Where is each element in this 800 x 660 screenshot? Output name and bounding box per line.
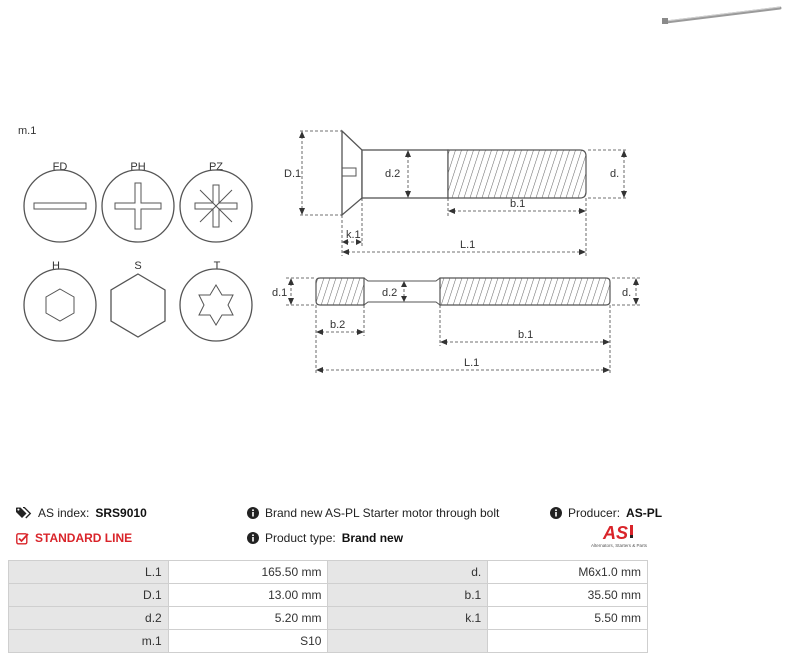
spec-key: b.1: [327, 583, 489, 607]
table-row: D.1 13.00 mm b.1 35.50 mm: [8, 583, 648, 607]
drive-label-t: T: [214, 260, 221, 272]
logo-subtitle: Alternators, Starters & Parts: [591, 543, 648, 548]
spec-value: 5.50 mm: [487, 606, 648, 630]
drive-ph: PH: [101, 161, 175, 243]
spec-key: d.: [327, 560, 489, 584]
mounting-label: m.1: [18, 125, 36, 137]
drive-pz: PZ: [179, 161, 253, 243]
hex-head-drive-icon: [110, 273, 166, 338]
info-icon: [247, 532, 259, 544]
info-icon: [247, 507, 259, 519]
drive-h: H: [23, 260, 97, 342]
producer-label: Producer:: [568, 506, 621, 520]
technical-drawing: m.1 FD PH PZ H S: [18, 6, 782, 374]
check-square-icon: [16, 532, 29, 545]
pozidriv-drive-icon: [179, 169, 253, 243]
spec-value: 13.00 mm: [167, 583, 329, 607]
drive-s: S: [110, 260, 166, 338]
producer: Producer: AS-PL: [550, 506, 662, 520]
specs-table: L.1 165.50 mm d. M6x1.0 mm D.1 13.00 mm …: [8, 560, 648, 653]
spec-key: L.1: [8, 560, 169, 584]
dim-L1-screw: L.1: [460, 239, 475, 251]
spec-value: 5.20 mm: [167, 606, 329, 630]
producer-value: AS-PL: [626, 506, 663, 520]
dim-k1: k.1: [346, 229, 361, 241]
spec-key: d.2: [8, 606, 169, 630]
spec-key: k.1: [327, 606, 489, 630]
dim-d-screw: d.: [610, 168, 619, 180]
standard-line: STANDARD LINE: [16, 531, 132, 545]
flat-slot-drive-icon: [23, 169, 97, 243]
spec-value: 165.50 mm: [167, 560, 329, 584]
tags-icon: [16, 506, 32, 520]
description-text: Brand new AS-PL Starter motor through bo…: [265, 506, 500, 520]
as-index-value: SRS9010: [95, 506, 147, 520]
dim-d2-screw: d.2: [385, 168, 400, 180]
info-icon: [550, 507, 562, 519]
spec-value: S10: [167, 629, 329, 653]
drive-label-s: S: [134, 260, 141, 272]
spec-value: [487, 629, 648, 653]
dim-D1: D.1: [284, 168, 301, 180]
dim-d2-stud: d.2: [382, 287, 397, 299]
logo-text: AS: [602, 523, 628, 543]
drive-t: T: [179, 260, 253, 342]
spec-key: m.1: [8, 629, 169, 653]
dim-d-stud: d.: [622, 287, 631, 299]
dim-b1-screw: b.1: [510, 198, 525, 210]
product-type: Product type: Brand new: [247, 531, 403, 545]
standard-line-label: STANDARD LINE: [35, 531, 133, 545]
as-index-label: AS index:: [38, 506, 90, 520]
dim-b1-stud: b.1: [518, 329, 533, 341]
dim-L1-stud: L.1: [464, 357, 479, 369]
dim-b2: b.2: [330, 319, 345, 331]
table-row: m.1 S10: [8, 629, 648, 653]
stud-drawing: d.1 d.2 d. b.2 b.1 L.1: [272, 277, 640, 374]
dim-d1-stud: d.1: [272, 287, 287, 299]
drive-label-h: H: [52, 260, 60, 272]
spec-key: D.1: [8, 583, 169, 607]
as-pl-logo: AS Alternators, Starters & Parts: [591, 523, 648, 548]
screw-drawing: D.1 d.2 d. b.1 k.1 L.1: [284, 129, 628, 256]
torx-drive-icon: [179, 268, 253, 342]
product-type-label: Product type:: [265, 531, 336, 545]
table-row: d.2 5.20 mm k.1 5.50 mm: [8, 606, 648, 630]
hex-socket-drive-icon: [23, 268, 97, 342]
spec-value: 35.50 mm: [487, 583, 648, 607]
as-index: AS index: SRS9010: [16, 506, 147, 520]
table-row: L.1 165.50 mm d. M6x1.0 mm: [8, 560, 648, 584]
product-description: Brand new AS-PL Starter motor through bo…: [247, 506, 499, 520]
product-thumbnail: [662, 6, 782, 24]
spec-value: M6x1.0 mm: [487, 560, 648, 584]
drive-fd: FD: [23, 161, 97, 243]
product-type-value: Brand new: [341, 531, 404, 545]
spec-key: [327, 629, 489, 653]
phillips-drive-icon: [101, 169, 175, 243]
